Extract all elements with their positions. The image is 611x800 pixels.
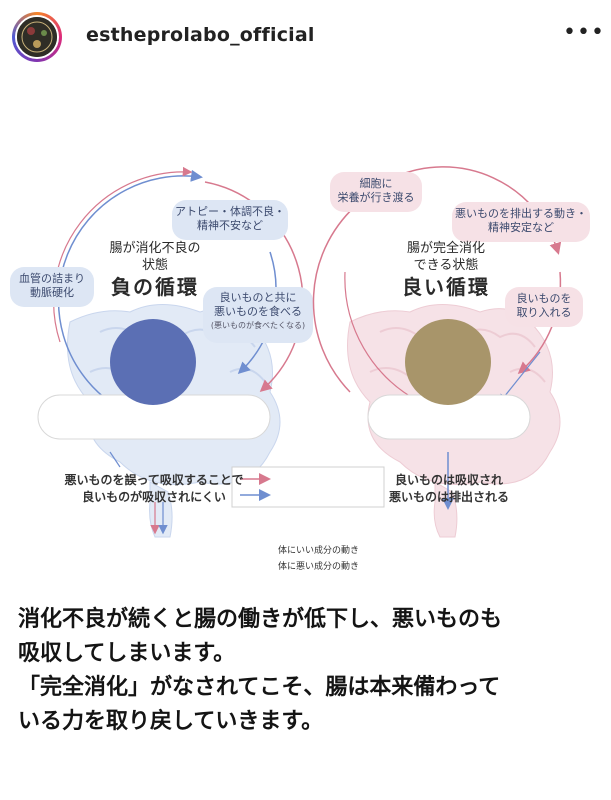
left-side-label: 血管の詰まり 動脈硬化: [19, 272, 85, 299]
caption-line-4: いる力を取り戻していきます。: [18, 708, 324, 734]
left-top-label: アトピー・体調不良・ 精神不安など: [175, 205, 285, 232]
caption-line-1: 消化不良が続くと腸の働きが低下し、悪いものも: [18, 606, 503, 632]
digestion-diagram: [10, 166, 590, 538]
legend-bad-label: 体に悪い成分の動き: [278, 562, 360, 572]
right-core-label: 完全消化: [417, 422, 478, 440]
legend-good-label: 体にいい成分の動き: [278, 546, 360, 556]
post-caption: 消化不良が続くと腸の働きが低下し、悪いものも 吸収してしまいます。 「完全消化」…: [18, 602, 603, 738]
left-right-label: 良いものと共に 悪いものを食べる (悪いものが食べたくなる): [203, 291, 313, 333]
post-header: estheprolabo_official •••: [0, 0, 611, 73]
caption-line-2: 吸収してしまいます。: [18, 640, 236, 666]
left-core-label: 消化不良: [122, 422, 183, 440]
right-core-circle: [405, 319, 491, 405]
post-image: アトピー・体調不良・ 精神不安など 血管の詰まり 動脈硬化 良いものと共に 悪い…: [0, 72, 611, 800]
right-top-left-label: 細胞に 栄養が行き渡る: [337, 177, 415, 204]
username[interactable]: estheprolabo_official: [86, 24, 315, 46]
profile-avatar[interactable]: [12, 12, 62, 62]
right-cycle-title: 良い循環: [402, 275, 490, 299]
right-center-title: 腸が完全消化 できる状態: [406, 241, 485, 273]
caption-line-3: 「完全消化」がなされてこそ、腸は本来備わって: [18, 674, 501, 700]
left-core-circle: [110, 319, 196, 405]
legend-box: [231, 466, 385, 508]
more-options-icon[interactable]: •••: [563, 20, 605, 45]
logo-icon: [17, 17, 57, 57]
left-cycle-title: 負の循環: [111, 275, 199, 299]
avatar-image: [15, 15, 59, 59]
left-center-title: 腸が消化不良の 状態: [109, 241, 201, 273]
left-bottom-label: 悪いものを誤って吸収することで 良いものが吸収されにくい: [64, 473, 244, 504]
left-right-sublabel: (悪いものが食べたくなる): [210, 321, 306, 330]
right-side-label: 良いものを 取り入れる: [516, 292, 572, 319]
right-bottom-label: 良いものは吸収され 悪いものは排出される: [388, 473, 509, 504]
right-top-right-label: 悪いものを排出する動き・ 精神安定など: [455, 207, 587, 234]
